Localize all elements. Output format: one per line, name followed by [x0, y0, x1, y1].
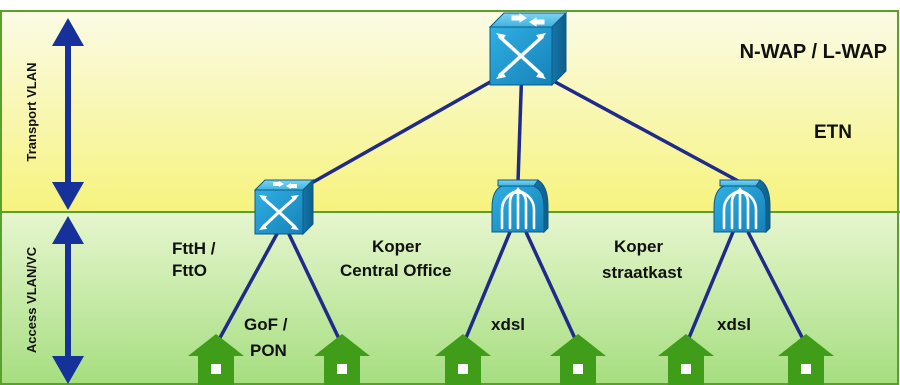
- house-icon: [550, 334, 606, 385]
- house-icon: [188, 334, 244, 385]
- ftth-label: FttH / FttO: [172, 239, 220, 280]
- core-switch-icon: [488, 11, 568, 87]
- gof-label: GoF / PON: [244, 315, 292, 360]
- transport-vlan-arrow: [52, 18, 84, 210]
- koper-sk-label: Koper straatkast: [602, 237, 683, 282]
- link-switch-to-house-2: [286, 231, 344, 346]
- house-icon: [658, 334, 714, 385]
- nwap-label: N-WAP / L-WAP: [740, 41, 887, 63]
- link-co-to-house-3: [461, 231, 512, 346]
- koper-sk-label-line-1: Koper: [614, 237, 664, 256]
- house-icon: [314, 334, 370, 385]
- etn-label: ETN: [814, 122, 852, 143]
- koper-co-label-line-1: Koper: [372, 237, 422, 256]
- house-icons: [188, 334, 834, 385]
- house-icon: [435, 334, 491, 385]
- link-sk-to-house-5: [684, 231, 735, 346]
- link-switch-to-house-1: [214, 231, 280, 346]
- house-icon: [778, 334, 834, 385]
- link-co-to-house-4: [524, 231, 580, 346]
- koper-co-label-line-2: Central Office: [340, 261, 451, 280]
- xdsl-label-sk: xdsl: [717, 315, 751, 334]
- link-sk-to-house-6: [746, 231, 808, 346]
- access-vlan-label: Access VLAN/VC: [24, 246, 39, 353]
- koper-sk-label-line-2: straatkast: [602, 263, 683, 282]
- network-links: [214, 62, 808, 346]
- xdsl-label-co: xdsl: [491, 315, 525, 334]
- link-core-to-access-switch: [284, 62, 523, 200]
- link-core-to-dslam-sk: [521, 62, 741, 184]
- transport-zone: [0, 10, 899, 213]
- koper-co-label: Koper Central Office: [340, 237, 451, 280]
- access-switch-icon: [253, 178, 315, 236]
- gof-label-line-2: PON: [250, 341, 287, 360]
- gof-label-line-1: GoF /: [244, 315, 288, 334]
- transport-vlan-label: Transport VLAN: [24, 63, 39, 162]
- dslam-central-office-icon: [491, 179, 549, 234]
- ftth-label-line-2: FttO: [172, 261, 207, 280]
- ftth-label-line-1: FttH /: [172, 239, 216, 258]
- access-vlan-arrow: [52, 216, 84, 384]
- dslam-straatkast-icon: [713, 179, 771, 234]
